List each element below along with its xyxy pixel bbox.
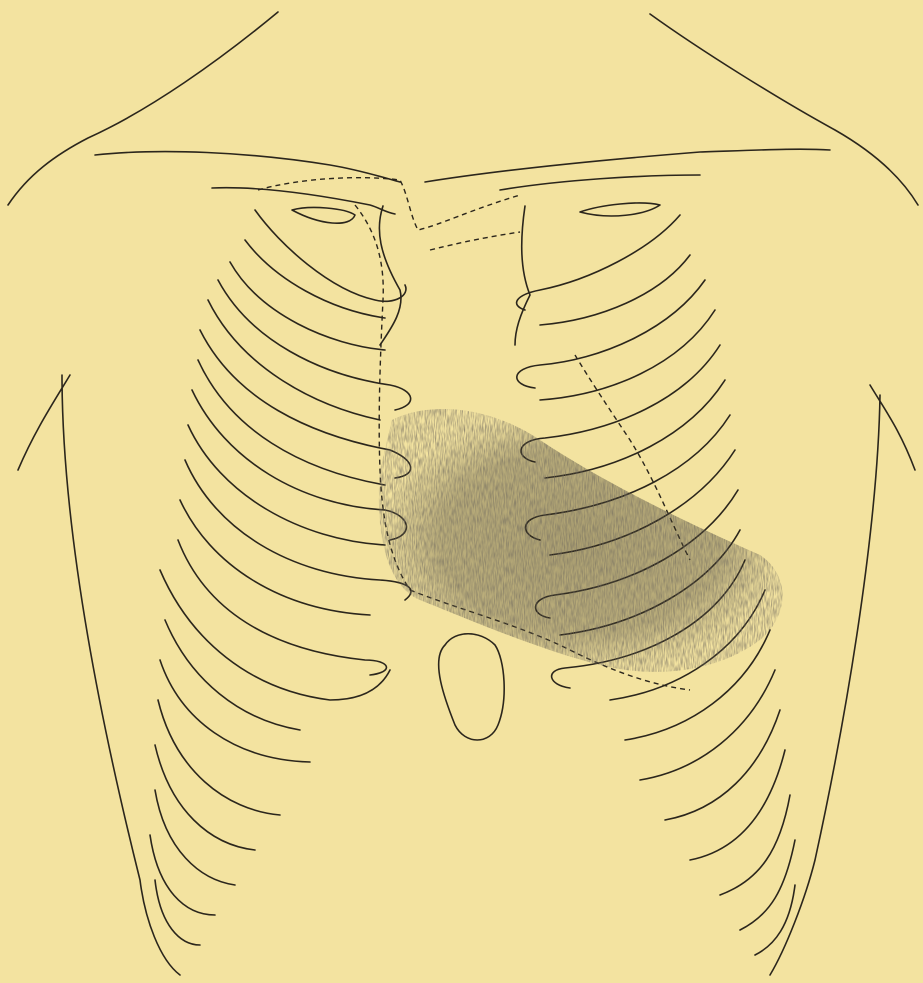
anatomical-plate [0,0,923,983]
